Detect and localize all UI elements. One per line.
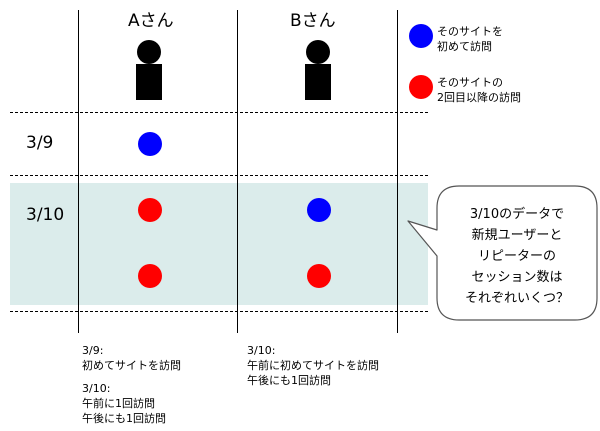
legend-first-visit-label: そのサイトを 初めて訪問 [437, 25, 503, 53]
person-b-icon [305, 40, 331, 100]
column-divider-middle [237, 10, 238, 333]
legend-first-visit-dot [409, 24, 433, 48]
visit-dot-a-3-10-pm-repeat [138, 264, 162, 288]
visit-dot-b-3-10-pm-repeat [307, 264, 331, 288]
row-divider-bottom [10, 311, 428, 312]
note-a-3-9: 3/9: 初めてサイトを訪問 [82, 344, 181, 372]
person-a-icon [136, 40, 162, 100]
note-a-3-10: 3/10: 午前に1回訪問 午後にも1回訪問 [82, 382, 166, 425]
highlight-band-3-10 [10, 183, 428, 305]
visit-dot-a-3-9-first [138, 132, 162, 156]
column-header-b: Bさん [290, 11, 336, 31]
column-divider-left [78, 10, 79, 333]
legend-repeat-visit-dot [409, 75, 433, 99]
row-label-3-9: 3/9 [26, 133, 54, 153]
column-divider-right [397, 10, 398, 333]
note-b-3-10: 3/10: 午前に初めてサイトを訪問 午後にも1回訪問 [247, 344, 379, 387]
visit-dot-b-3-10-am-first [307, 198, 331, 222]
row-divider-top [10, 112, 428, 113]
visit-dot-a-3-10-am-repeat [138, 198, 162, 222]
callout-question: 3/10のデータで 新規ユーザーと リピーターの セッション数は それぞれいくつ… [464, 207, 569, 306]
row-label-3-10: 3/10 [26, 205, 65, 225]
column-header-a: Aさん [128, 11, 174, 31]
row-divider-middle [10, 175, 428, 176]
legend-repeat-visit-label: そのサイトの 2回目以降の訪問 [437, 76, 521, 104]
speech-bubble [407, 185, 598, 321]
